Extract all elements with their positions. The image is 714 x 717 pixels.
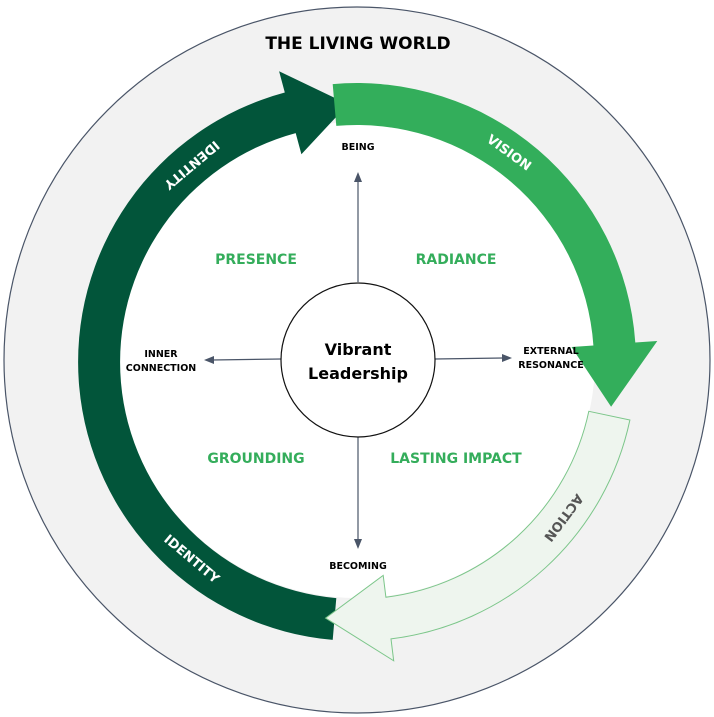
- center-label-line1: Vibrant: [325, 340, 392, 359]
- center-label-line2: Leadership: [308, 364, 408, 383]
- axis-label-inner-line1: INNER: [144, 349, 178, 360]
- axis-line-left: [211, 358, 282, 361]
- axis-arrowhead-down: [354, 539, 362, 549]
- axis-label-being: BEING: [341, 142, 374, 153]
- axis-label-inner-line2: CONNECTION: [126, 363, 197, 374]
- axis-label-external-line2: RESONANCE: [518, 360, 583, 371]
- diagram-title: THE LIVING WORLD: [265, 34, 450, 54]
- quadrant-label-radiance: RADIANCE: [416, 252, 497, 268]
- axis-arrowhead-left: [204, 356, 214, 364]
- axis-label-becoming: BECOMING: [329, 561, 387, 572]
- quadrant-label-grounding: GROUNDING: [207, 451, 304, 467]
- axis-line-right: [434, 357, 504, 360]
- identity-arrow: [78, 71, 348, 640]
- axis-label-external-line1: EXTERNAL: [523, 346, 578, 357]
- center-circle: [280, 282, 436, 438]
- action-arrow: [324, 410, 631, 662]
- axis-arrowhead-right: [502, 354, 512, 362]
- axis-arrowhead-up: [354, 172, 362, 182]
- quadrant-label-presence: PRESENCE: [215, 252, 297, 268]
- vision-arrow: [332, 83, 658, 407]
- axis-arrows: [204, 172, 512, 549]
- quadrant-label-lasting-impact: LASTING IMPACT: [390, 451, 522, 467]
